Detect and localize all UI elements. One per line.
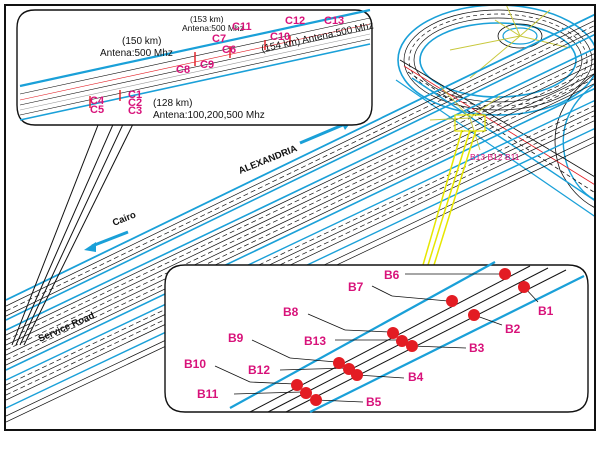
label-c1: C1	[128, 89, 142, 101]
label-c10: C10	[270, 31, 290, 43]
label-c7: C7	[212, 33, 226, 45]
label-b9: B9	[228, 331, 244, 345]
cairo-arrow	[84, 230, 129, 252]
label-c2: C2	[128, 97, 142, 109]
label-b12: B12	[248, 363, 270, 377]
label-b2: B2	[505, 322, 521, 336]
label-c3: C3	[128, 105, 142, 117]
bottom-inset: B6 B7 B8 B13 B9 B12 B10 B11 B1 B2 B3 B4 …	[164, 261, 589, 413]
label-b4: B4	[408, 370, 424, 384]
label-b7: B7	[348, 280, 364, 294]
label-b6: B6	[384, 268, 400, 282]
top-inset-leaders	[11, 119, 136, 346]
label-150-antenna: Antena:500 Mhz	[100, 48, 173, 59]
label-b5: B5	[366, 395, 382, 409]
label-b11: B11	[197, 387, 219, 401]
label-c13: C13	[324, 15, 344, 27]
label-b1: B1	[538, 304, 554, 318]
bottom-inset-leaders	[422, 114, 486, 266]
label-c12: C12	[285, 15, 305, 27]
b-small-labels: B13 B12 B11	[470, 152, 520, 162]
ramp-crossing	[395, 59, 594, 217]
label-b8: B8	[283, 305, 299, 319]
main-map: ALEXANDRIA Cairo Service Road B13 B12 B1…	[6, 6, 594, 423]
label-b10: B10	[184, 357, 206, 371]
label-150km: (150 km)	[122, 36, 161, 47]
label-128km: (128 km)	[153, 98, 192, 109]
label-128-antenna: Antena:100,200,500 Mhz	[153, 110, 265, 121]
top-inset: (150 km) Antena:500 Mhz (153 km) Antena:…	[16, 8, 375, 126]
highway-main	[6, 13, 594, 423]
label-153km: (153 km)	[190, 14, 224, 24]
label-b3: B3	[469, 341, 485, 355]
label-c6: C6	[222, 44, 236, 56]
label-c9: C9	[200, 59, 214, 71]
label-c5: C5	[90, 104, 104, 116]
label-c11: C11	[232, 21, 252, 33]
label-b13: B13	[304, 334, 326, 348]
label-c8: C8	[176, 64, 190, 76]
label-153-antenna: Antena:500 Mhz	[182, 23, 244, 33]
label-c4: C4	[90, 95, 105, 107]
